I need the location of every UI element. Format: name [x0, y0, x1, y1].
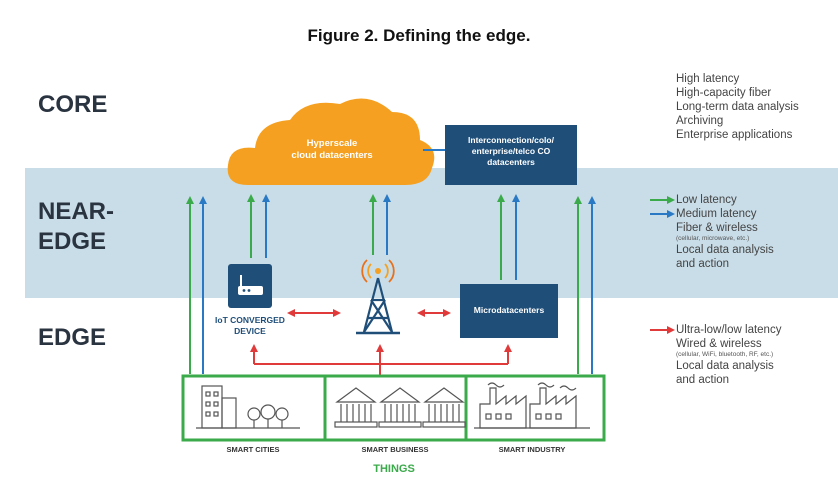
core-note: High-capacity fiber — [676, 87, 772, 99]
core-notes: High latency High-capacity fiber Long-te… — [676, 72, 799, 142]
near-note-local1: Local data analysis — [676, 244, 774, 256]
things-label: THINGS — [373, 463, 415, 475]
core-note: High latency — [676, 73, 740, 85]
near-note-fiber: Fiber & wireless — [676, 222, 758, 234]
edge-note-local1: Local data analysis — [676, 360, 774, 372]
smart-cities-label: SMART CITIES — [226, 445, 280, 454]
signal-waves-icon — [361, 259, 395, 283]
colo-label: Interconnection/colo/ enterprise/telco C… — [447, 135, 575, 168]
cloud-shape — [227, 98, 435, 185]
tier-edge: EDGE — [38, 324, 107, 351]
edge-note-ultra: Ultra-low/low latency — [676, 324, 782, 336]
near-note-local2: and action — [676, 258, 730, 270]
near-note-fiber-detail: (cellular, microwave, etc.) — [676, 235, 750, 242]
tower-uplink-arrows — [369, 194, 391, 255]
router-icon — [238, 275, 263, 295]
cell-tower-icon — [356, 277, 400, 335]
near-note-medium-latency: Medium latency — [676, 208, 757, 220]
colo-datacenter-box — [445, 125, 577, 185]
bank-buildings-icon — [334, 387, 466, 428]
tier-near-edge-line1: NEAR- — [38, 198, 114, 225]
things-box — [181, 374, 606, 442]
colo-label-line1: Interconnection/colo/ — [468, 135, 554, 145]
smart-industry-label: SMART INDUSTRY — [498, 445, 566, 454]
factory-icon — [474, 382, 590, 429]
cloud-label: Hyperscale cloud datacenters — [262, 138, 402, 162]
figure-caption: Figure 2. Defining the edge. — [307, 26, 531, 45]
iot-uplink-arrows — [247, 194, 270, 258]
core-note: Archiving — [676, 115, 724, 127]
tier-near-edge-line2: EDGE — [38, 228, 107, 255]
micro-label: Microdatacenters — [473, 305, 545, 315]
edge-note-wired-detail: (cellular, WiFi, bluetooth, RF, etc.) — [676, 351, 774, 358]
cloud-label-line1: Hyperscale — [306, 138, 358, 149]
colo-label-line3: datacenters — [487, 157, 535, 167]
tier-core: CORE — [38, 91, 108, 118]
city-buildings-icon — [196, 385, 300, 429]
colo-label-line2: enterprise/telco CO — [471, 146, 551, 156]
edge-note-wired: Wired & wireless — [676, 338, 762, 350]
core-note: Long-term data analysis — [676, 101, 799, 113]
things-to-edge-arrows — [250, 344, 512, 376]
edge-note-local2: and action — [676, 374, 730, 386]
iot-label-line1: IoT CONVERGED — [215, 315, 285, 325]
microdatacenter-box — [460, 284, 558, 338]
iot-label: IoT CONVERGED DEVICE — [200, 315, 300, 337]
near-note-low-latency: Low latency — [676, 194, 737, 206]
near-edge-band — [25, 168, 838, 298]
iot-label-line2: DEVICE — [234, 326, 266, 336]
smart-business-label: SMART BUSINESS — [361, 445, 429, 454]
micro-uplink-arrows — [497, 194, 520, 280]
core-note: Enterprise applications — [676, 129, 793, 141]
cloud-label-line2: cloud datacenters — [291, 150, 373, 161]
edge-notes: Ultra-low/low latency Wired & wireless (… — [676, 323, 781, 387]
near-edge-notes: Low latency Medium latency Fiber & wirel… — [676, 193, 774, 271]
outer-uplink-arrows — [186, 196, 596, 374]
